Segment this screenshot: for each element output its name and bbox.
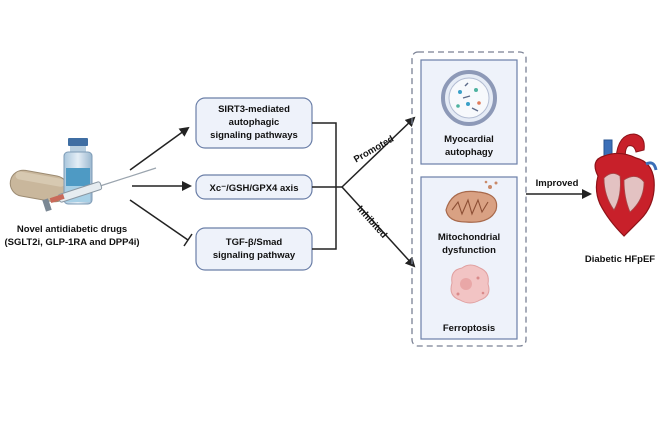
mitochondrion-icon — [445, 180, 498, 223]
mito-line1: Mitochondrial — [438, 232, 500, 243]
inhibit-to-tgf — [129, 199, 189, 241]
inhibit-bar — [183, 233, 193, 247]
effects-container — [411, 51, 527, 347]
pathway-tgf: TGF-β/Smad signaling pathway — [195, 227, 313, 271]
pathway-sirt3-line1: SIRT3-mediated — [218, 104, 290, 115]
promoted-label: Promoted — [352, 134, 396, 166]
arrow-promoted — [341, 116, 416, 188]
heart-icon — [594, 133, 658, 237]
pathway-sirt3-line2: autophagic — [229, 117, 280, 128]
myocardial-line2: autophagy — [445, 147, 494, 158]
mito-line2: dysfunction — [442, 245, 496, 256]
drugs-label-2: (SGLT2i, GLP-1RA and DPP4i) — [4, 237, 139, 248]
improved-label: Improved — [536, 178, 579, 189]
myocardial-line1: Myocardial — [444, 134, 494, 145]
ferroptosis-cell-icon — [450, 264, 490, 304]
arrow-inhibited — [341, 186, 416, 268]
pathway-sirt3: SIRT3-mediated autophagic signaling path… — [195, 97, 313, 149]
bracket-top — [312, 122, 337, 186]
effect-myocardial-autophagy: Myocardial autophagy — [420, 59, 518, 165]
bracket-bottom — [312, 186, 337, 250]
inhibited-label: Inhibited — [354, 204, 389, 241]
syringe-icon — [42, 167, 157, 212]
pathway-tgf-line1: TGF-β/Smad — [226, 237, 283, 248]
pathway-xc: Xc⁻/GSH/GPX4 axis — [195, 174, 313, 200]
drugs-label-1: Novel antidiabetic drugs — [17, 224, 127, 235]
outcome-label: Diabetic HFpEF — [585, 254, 655, 265]
pathway-xc-label: Xc⁻/GSH/GPX4 axis — [210, 183, 299, 194]
pathway-sirt3-line3: signaling pathways — [210, 130, 298, 141]
autophagosome-icon — [441, 70, 497, 126]
arrow-to-sirt3 — [129, 126, 190, 171]
ferroptosis-label: Ferroptosis — [443, 323, 495, 334]
effect-inhibited-box: Mitochondrial dysfunction Ferroptosis — [420, 176, 518, 340]
pathway-tgf-line2: signaling pathway — [213, 250, 296, 261]
